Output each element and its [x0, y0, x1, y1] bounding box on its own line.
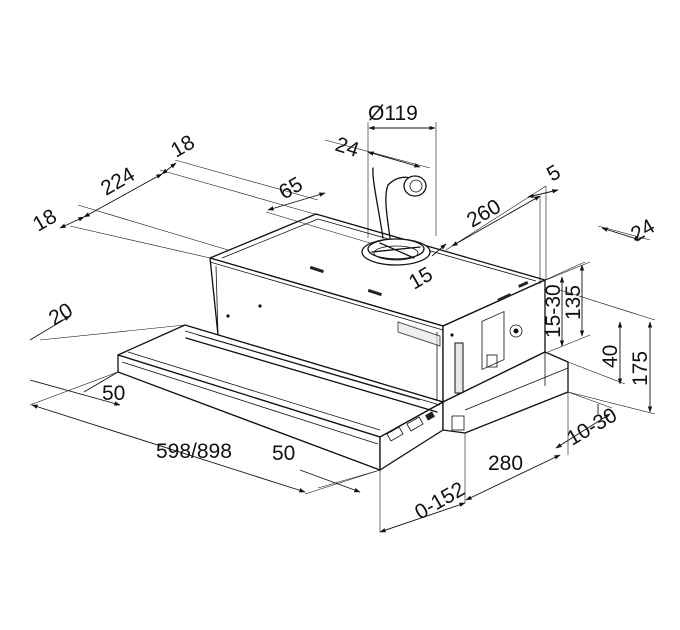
dim-224: 224: [97, 163, 139, 201]
dim-0-152: 0-152: [411, 478, 469, 525]
dim-135: 135: [562, 285, 585, 320]
dim-20: 20: [45, 299, 77, 331]
dim-24-duct: 24: [332, 133, 362, 162]
dim-15-30: 15-30: [542, 284, 565, 338]
hood-upper-body: [209, 213, 546, 403]
electrical-cable: [372, 167, 427, 239]
dim-24-right: 24: [627, 215, 659, 247]
dim-119-diameter: Ø119: [368, 102, 418, 125]
dim-50-front: 50: [272, 442, 295, 465]
dim-175: 175: [629, 351, 652, 386]
dim-260: 260: [463, 195, 505, 232]
dim-18-top: 18: [167, 131, 199, 163]
dimension-lines: [29, 122, 656, 533]
dim-280: 280: [488, 452, 523, 475]
dim-40: 40: [599, 345, 622, 368]
dimension-labels: 18 224 18 24 Ø119 65 260 5 24 15 20 15-3…: [29, 102, 659, 524]
dim-10-30: 10-30: [563, 404, 621, 451]
dim-50-left: 50: [102, 382, 125, 405]
dim-598-898: 598/898: [156, 440, 232, 463]
duct-outlet-collar: [361, 238, 431, 266]
dim-5: 5: [543, 161, 565, 187]
dim-18-left: 18: [29, 205, 61, 237]
